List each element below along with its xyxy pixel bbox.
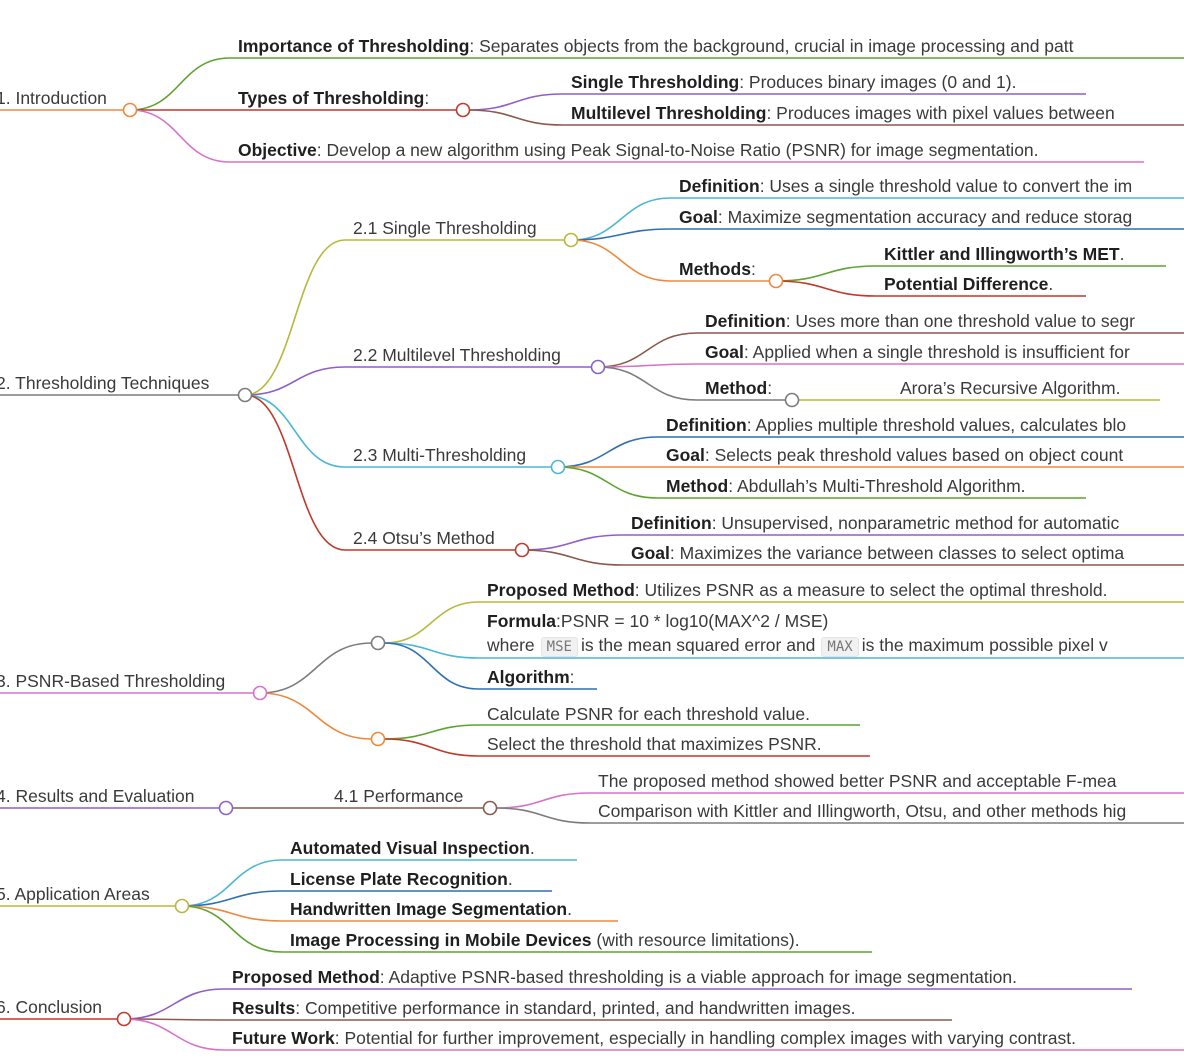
node-multi-method[interactable]: Method: Abdullah’s Multi-Threshold Algor… bbox=[666, 476, 1026, 496]
node-automated-visual-inspection[interactable]: Automated Visual Inspection. bbox=[290, 838, 535, 858]
lpr-connector bbox=[181, 890, 283, 907]
conclusion-future-connector bbox=[123, 1018, 225, 1051]
single-methods-connector bbox=[570, 239, 672, 282]
node-types-of-thresholding[interactable]: Types of Thresholding: bbox=[238, 88, 430, 108]
importance-connector bbox=[129, 57, 231, 111]
multilevel-thresholding-connector bbox=[244, 366, 346, 396]
node-conclusion[interactable]: 6. Conclusion bbox=[0, 997, 103, 1017]
psnr-formula-connector bbox=[383, 642, 480, 659]
node-thresholding-techniques[interactable]: 2. Thresholding Techniques bbox=[0, 373, 210, 393]
multilevel-node-circle bbox=[590, 359, 606, 375]
performance-node-circle bbox=[482, 800, 498, 816]
multi-type-connector bbox=[467, 109, 564, 126]
step1-connector bbox=[383, 724, 480, 740]
otsu-definition-connector bbox=[521, 534, 624, 551]
ipm-connector bbox=[181, 905, 283, 953]
node-single-thresholding[interactable]: 2.1 Single Thresholding bbox=[353, 218, 537, 238]
psnr-algorithm-connector bbox=[383, 642, 480, 690]
node-importance-of-thresholding[interactable]: Importance of Thresholding: Separates ob… bbox=[238, 36, 1074, 56]
node-performance-line-2[interactable]: Comparison with Kittler and Illingworth,… bbox=[598, 801, 1127, 821]
multilevel-goal-connector bbox=[597, 363, 698, 368]
node-multilevel-method[interactable]: Method: bbox=[705, 378, 773, 398]
psnr-lower-node-circle bbox=[370, 731, 386, 747]
results-node-circle bbox=[218, 800, 234, 816]
node-conclusion-future-work[interactable]: Future Work: Potential for further impro… bbox=[232, 1028, 1076, 1048]
node-single-methods[interactable]: Methods: bbox=[679, 259, 756, 279]
potential-connector bbox=[775, 280, 877, 297]
node-psnr-based-thresholding[interactable]: 3. PSNR-Based Thresholding bbox=[0, 671, 226, 691]
methods-node-circle bbox=[768, 273, 784, 289]
node-otsu-goal[interactable]: Goal: Maximizes the variance between cla… bbox=[631, 543, 1125, 563]
his-connector bbox=[181, 905, 283, 922]
conclusion-proposed-connector bbox=[123, 988, 225, 1020]
node-performance-line-1[interactable]: The proposed method showed better PSNR a… bbox=[598, 771, 1117, 791]
types-node-circle bbox=[455, 102, 471, 118]
node-single-definition[interactable]: Definition: Uses a single threshold valu… bbox=[679, 176, 1133, 196]
single-type-connector bbox=[467, 93, 564, 111]
node-psnr-algorithm[interactable]: Algorithm: bbox=[487, 667, 575, 687]
node-single-goal[interactable]: Goal: Maximize segmentation accuracy and… bbox=[679, 207, 1133, 227]
multi-definition-connector bbox=[557, 436, 659, 468]
node-handwritten-image-segmentation[interactable]: Handwritten Image Segmentation. bbox=[290, 899, 572, 919]
node-single-thresholding-type[interactable]: Single Thresholding: Produces binary ima… bbox=[571, 72, 1017, 92]
node-conclusion-results[interactable]: Results: Competitive performance in stan… bbox=[232, 998, 856, 1018]
kittler-connector bbox=[775, 265, 877, 282]
performance-line1-connector bbox=[495, 792, 591, 809]
single-thresholding-connector bbox=[244, 239, 346, 396]
intro-node-circle bbox=[122, 102, 138, 118]
node-multi-goal[interactable]: Goal: Selects peak threshold values base… bbox=[666, 445, 1124, 465]
node-kittler-illingworth[interactable]: Kittler and Illingworth’s MET. bbox=[884, 244, 1125, 264]
node-multi-definition[interactable]: Definition: Applies multiple threshold v… bbox=[666, 415, 1127, 435]
node-license-plate-recognition[interactable]: License Plate Recognition. bbox=[290, 869, 513, 889]
node-introduction[interactable]: 1. Introduction bbox=[0, 88, 107, 108]
conclusion-node-circle bbox=[116, 1011, 132, 1027]
psnr-upper-node-circle bbox=[370, 635, 386, 651]
conclusion-results-connector bbox=[123, 1018, 225, 1021]
node-multilevel-goal[interactable]: Goal: Applied when a single threshold is… bbox=[705, 342, 1130, 362]
node-objective[interactable]: Objective: Develop a new algorithm using… bbox=[238, 140, 1039, 160]
psnr-node-circle bbox=[252, 685, 268, 701]
multilevel-method-connector bbox=[597, 366, 698, 401]
node-results-evaluation[interactable]: 4. Results and Evaluation bbox=[0, 786, 195, 806]
node-conclusion-proposed-method[interactable]: Proposed Method: Adaptive PSNR-based thr… bbox=[232, 967, 1017, 987]
single-node-circle bbox=[563, 232, 579, 248]
node-algorithm-step-2[interactable]: Select the threshold that maximizes PSNR… bbox=[487, 734, 822, 754]
node-potential-difference[interactable]: Potential Difference. bbox=[884, 274, 1054, 294]
objective-connector bbox=[129, 109, 231, 163]
techniques-node-circle bbox=[237, 387, 253, 403]
step2-connector bbox=[383, 738, 480, 757]
node-performance[interactable]: 4.1 Performance bbox=[334, 786, 464, 806]
multi-node-circle bbox=[550, 459, 566, 475]
method-node-circle bbox=[784, 392, 800, 408]
single-definition-connector bbox=[570, 197, 672, 241]
otsu-goal-connector bbox=[521, 549, 624, 566]
single-goal-connector bbox=[570, 228, 672, 241]
otsu-node-circle bbox=[514, 542, 530, 558]
node-multi-thresholding[interactable]: 2.3 Multi-Thresholding bbox=[353, 445, 527, 465]
multi-thresholding-connector bbox=[244, 394, 346, 468]
node-otsu-definition[interactable]: Definition: Unsupervised, nonparametric … bbox=[631, 513, 1120, 533]
node-arora-recursive[interactable]: Arora’s Recursive Algorithm. bbox=[900, 378, 1121, 398]
psnr-upper-connector bbox=[259, 642, 373, 694]
node-psnr-proposed-method[interactable]: Proposed Method: Utilizes PSNR as a meas… bbox=[487, 580, 1108, 600]
node-algorithm-step-1[interactable]: Calculate PSNR for each threshold value. bbox=[487, 704, 810, 724]
otsu-connector bbox=[244, 394, 346, 551]
node-mobile-image-processing[interactable]: Image Processing in Mobile Devices (with… bbox=[290, 930, 800, 950]
node-multilevel-thresholding[interactable]: 2.2 Multilevel Thresholding bbox=[353, 345, 561, 365]
node-multilevel-thresholding-type[interactable]: Multilevel Thresholding: Produces images… bbox=[571, 103, 1115, 123]
node-application-areas[interactable]: 5. Application Areas bbox=[0, 884, 150, 904]
node-psnr-formula[interactable]: Formula:PSNR = 10 * log10(MAX^2 / MSE) bbox=[487, 611, 829, 631]
node-multilevel-definition[interactable]: Definition: Uses more than one threshold… bbox=[705, 311, 1135, 331]
node-otsu-method[interactable]: 2.4 Otsu’s Method bbox=[353, 528, 495, 548]
multilevel-definition-connector bbox=[597, 332, 698, 368]
applications-node-circle bbox=[174, 898, 190, 914]
avi-connector bbox=[181, 859, 283, 907]
psnr-lower-connector bbox=[259, 692, 373, 740]
multi-method-connector bbox=[557, 466, 659, 499]
psnr-proposed-connector bbox=[383, 601, 480, 644]
performance-line2-connector bbox=[495, 807, 591, 824]
